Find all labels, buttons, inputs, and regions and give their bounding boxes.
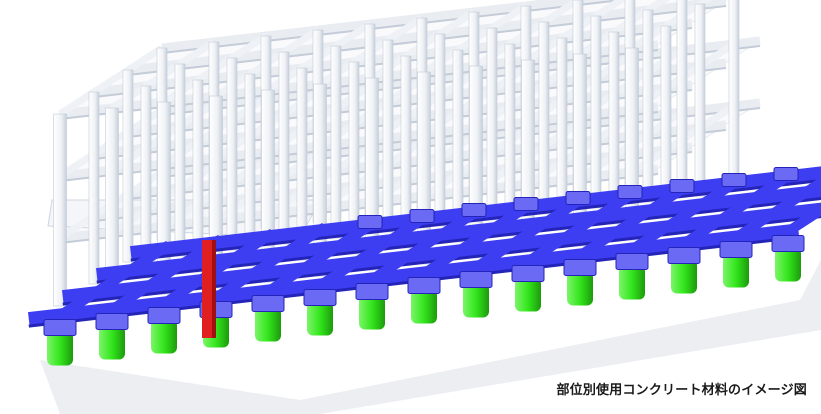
column <box>53 113 67 307</box>
foundation-beam-transverse <box>674 168 796 253</box>
column <box>382 39 394 233</box>
pile-cap <box>303 289 337 306</box>
column <box>348 61 360 255</box>
column <box>590 15 602 209</box>
foundation-beam-transverse <box>102 234 224 319</box>
column <box>538 21 550 215</box>
pile <box>775 247 801 282</box>
column <box>105 107 119 301</box>
column <box>122 69 134 263</box>
pile-cap <box>721 173 747 187</box>
pile <box>671 259 697 294</box>
pile <box>619 265 645 300</box>
pile-cap <box>355 283 389 300</box>
pile-cap <box>773 167 799 181</box>
figure-caption: 部位別使用コンクリート材料のイメージ図 <box>556 383 807 398</box>
column <box>676 0 688 181</box>
pile-cap <box>43 319 77 336</box>
superstructure-frame <box>47 0 761 307</box>
foundation-beam-transverse <box>258 216 380 301</box>
column <box>88 91 100 285</box>
pile <box>411 289 437 324</box>
pile-cap <box>667 247 701 264</box>
pile <box>723 253 749 288</box>
column <box>608 31 620 225</box>
pile <box>99 325 125 360</box>
pile-cap <box>407 277 441 294</box>
foundation-beam-transverse <box>622 174 744 259</box>
foundation-beam-transverse <box>206 222 328 307</box>
pile-cap <box>461 203 487 217</box>
beam-transverse <box>58 45 164 117</box>
pile <box>307 301 333 336</box>
pile-cap <box>719 241 753 258</box>
column <box>296 67 308 261</box>
pile-cap <box>459 271 493 288</box>
pile-cap <box>95 313 129 330</box>
pile-cap <box>771 235 805 252</box>
column <box>728 0 740 175</box>
foundation-beam-transverse <box>310 210 432 295</box>
pile <box>463 283 489 318</box>
pile <box>255 307 281 342</box>
pile-cap <box>615 253 649 270</box>
column <box>504 43 516 237</box>
pile-cap <box>251 295 285 312</box>
foundation-beam-transverse <box>778 204 821 241</box>
column <box>452 49 464 243</box>
pile-cap <box>513 197 539 211</box>
pile-cap <box>357 215 383 229</box>
ground-shadow <box>40 260 821 414</box>
foundation-beam-transverse <box>726 176 821 247</box>
column <box>330 45 342 239</box>
column <box>226 57 238 251</box>
pile-cap <box>409 209 435 223</box>
pile-cap <box>669 179 695 193</box>
column <box>244 73 256 267</box>
column <box>400 55 412 249</box>
column <box>486 27 498 221</box>
column <box>434 33 446 227</box>
pile-cap <box>511 265 545 282</box>
pile <box>47 331 73 366</box>
column <box>192 79 204 273</box>
column <box>642 9 654 203</box>
column <box>140 85 152 279</box>
pile <box>151 319 177 354</box>
pile <box>567 271 593 306</box>
foundation-beam-transverse <box>570 180 692 265</box>
foundation-beam-transverse <box>50 240 172 325</box>
pile-cap <box>563 259 597 276</box>
column <box>660 25 672 219</box>
pile-cap <box>147 307 181 324</box>
column <box>278 51 290 245</box>
pile-cap <box>617 185 643 199</box>
foundation-beam-transverse <box>466 192 588 277</box>
foundation-beam-transverse <box>518 186 640 271</box>
column <box>556 37 568 231</box>
pile <box>515 277 541 312</box>
foundation-beam-transverse <box>414 198 536 283</box>
highlight-column-shade <box>212 240 216 338</box>
foundation-beam-transverse <box>362 204 484 289</box>
pile <box>359 295 385 330</box>
column <box>174 63 186 257</box>
column <box>694 3 706 197</box>
pile-caps <box>43 167 805 336</box>
pile-cap <box>565 191 591 205</box>
